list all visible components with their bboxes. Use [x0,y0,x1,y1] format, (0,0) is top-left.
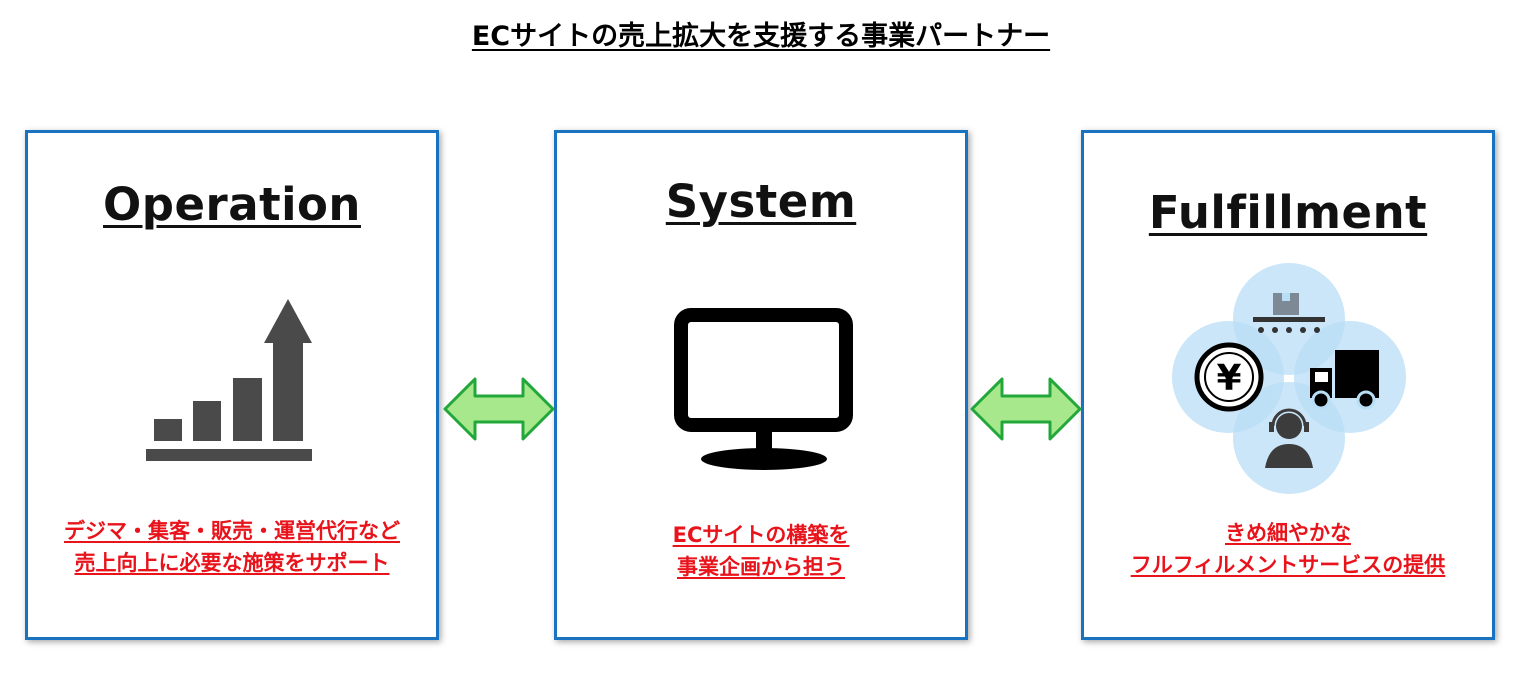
conveyor-box-icon [1253,293,1325,333]
monitor-icon [674,308,853,470]
fulfillment-heading: Fulfillment [1148,186,1428,239]
operation-heading: Operation [103,178,361,231]
fulfillment-description: きめ細やかな フルフィルメントサービスの提供 [1130,521,1446,577]
support-operator-icon [1265,408,1313,468]
operation-description: デジマ・集客・販売・運営代行など 売上向上に必要な施策をサポート [64,519,400,575]
system-card: System ECサイトの構築を 事業企画から担う [554,130,968,640]
svg-text:¥: ¥ [1216,358,1241,399]
double-arrow-icon [443,377,555,441]
system-description: ECサイトの構築を 事業企画から担う [672,523,850,579]
system-heading: System [665,175,857,228]
growth-chart-icon [146,299,312,461]
operation-card: Operation デジマ・集客・販売・運営代行など 売上向上に必要な施策をサポ… [25,130,439,640]
yen-coin-icon: ¥ [1194,342,1264,412]
fulfillment-card: Fulfillment ¥ [1081,130,1495,640]
fulfillment-venn-icon: ¥ [1172,263,1406,494]
double-arrow-icon [970,377,1082,441]
page-title: ECサイトの売上拡大を支援する事業パートナー [471,21,1051,52]
delivery-truck-icon [1310,350,1379,410]
